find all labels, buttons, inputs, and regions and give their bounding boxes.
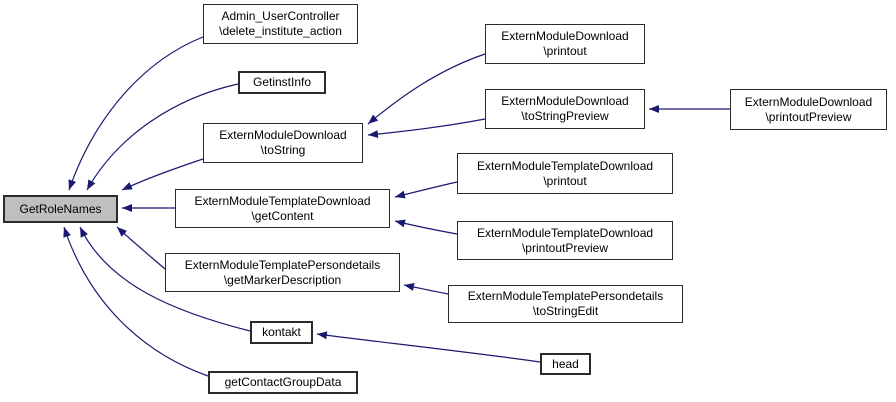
node-label-line2: \toString xyxy=(260,143,306,157)
node-label: getContactGroupData xyxy=(224,375,342,389)
edge-emd-tostringpreview-to-emd-tostring xyxy=(367,118,486,139)
edge-kontakt-to-getrolenames xyxy=(79,226,251,332)
edge-emtp-getmarker-to-getrolenames xyxy=(116,226,166,270)
node-externmoduledownload-tostringpreview[interactable]: ExternModuleDownload \toStringPreview xyxy=(485,89,645,129)
node-label-line2: \printout xyxy=(543,44,587,58)
node-externmoduledownload-printoutpreview[interactable]: ExternModuleDownload \printoutPreview xyxy=(730,89,887,130)
edge-emd-printout-to-emd-tostring xyxy=(367,53,486,125)
node-externmoduletemplatepersondetails-getmarkerdescription[interactable]: ExternModuleTemplatePersondetails \getMa… xyxy=(165,253,400,292)
node-label-line1: ExternModuleDownload xyxy=(219,128,347,142)
node-admin-usercontroller-delete-institute-action[interactable]: Admin_UserController \delete_institute_a… xyxy=(203,4,358,44)
node-getinstinfo[interactable]: GetinstInfo xyxy=(238,71,326,94)
node-externmoduletemplatedownload-printoutpreview[interactable]: ExternModuleTemplateDownload \printoutPr… xyxy=(457,221,673,260)
node-label-line2: \printoutPreview xyxy=(521,240,609,255)
node-externmoduledownload-printout[interactable]: ExternModuleDownload \printout xyxy=(485,24,645,64)
node-getrolenames: GetRoleNames xyxy=(3,195,118,223)
node-label-line2: \printoutPreview xyxy=(765,109,852,124)
edge-emd-tostring-to-getrolenames xyxy=(121,158,204,191)
edge-emtp-tostringedit-to-emtp-getmarker xyxy=(403,283,449,295)
node-head[interactable]: head xyxy=(540,353,591,375)
node-label-line1: ExternModuleTemplatePersondetails xyxy=(467,289,664,303)
node-kontakt[interactable]: kontakt xyxy=(250,321,313,344)
node-label: kontakt xyxy=(262,325,301,339)
node-label-line1: ExternModuleTemplateDownload xyxy=(476,158,654,173)
node-label-line1: ExternModuleDownload xyxy=(501,94,629,108)
node-label-line1: ExternModuleTemplatePersondetails xyxy=(184,257,381,272)
node-label-line2: \toStringPreview xyxy=(521,109,609,123)
node-label-line1: Admin_UserController xyxy=(221,9,340,23)
node-label-line2: \getContent xyxy=(251,208,314,223)
node-externmoduletemplatepersondetails-tostringedit[interactable]: ExternModuleTemplatePersondetails \toStr… xyxy=(448,285,683,323)
node-label-line1: ExternModuleDownload xyxy=(501,29,629,43)
node-externmoduledownload-tostring[interactable]: ExternModuleDownload \toString xyxy=(203,123,363,163)
node-label-line2: \toStringEdit xyxy=(532,304,599,318)
node-getcontactgroupdata[interactable]: getContactGroupData xyxy=(208,371,358,394)
node-label-line1: ExternModuleTemplateDownload xyxy=(476,225,654,240)
node-label: GetRoleNames xyxy=(19,201,102,216)
node-label: head xyxy=(552,356,579,371)
node-externmoduletemplatedownload-getcontent[interactable]: ExternModuleTemplateDownload \getContent xyxy=(175,189,390,228)
edge-emtd-printout-to-emtd-getcontent xyxy=(394,181,458,199)
edge-emtd-printoutpreview-to-emtd-getcontent xyxy=(394,219,458,235)
node-label-line1: ExternModuleTemplateDownload xyxy=(194,193,371,208)
node-externmoduletemplatedownload-printout[interactable]: ExternModuleTemplateDownload \printout xyxy=(457,153,673,194)
node-label-line1: ExternModuleDownload xyxy=(744,94,873,109)
edge-getcontactgroupdata-to-getrolenames xyxy=(63,226,209,377)
edge-head-to-kontakt xyxy=(316,331,541,363)
edge-getinstinfo-to-getrolenames xyxy=(86,83,239,191)
edge-admin-delete-to-getrolenames xyxy=(68,36,204,191)
node-label-line2: \getMarkerDescription xyxy=(223,272,342,287)
node-label: GetinstInfo xyxy=(252,75,312,89)
node-label-line2: \printout xyxy=(543,173,587,188)
node-label-line2: \delete_institute_action xyxy=(219,24,342,38)
